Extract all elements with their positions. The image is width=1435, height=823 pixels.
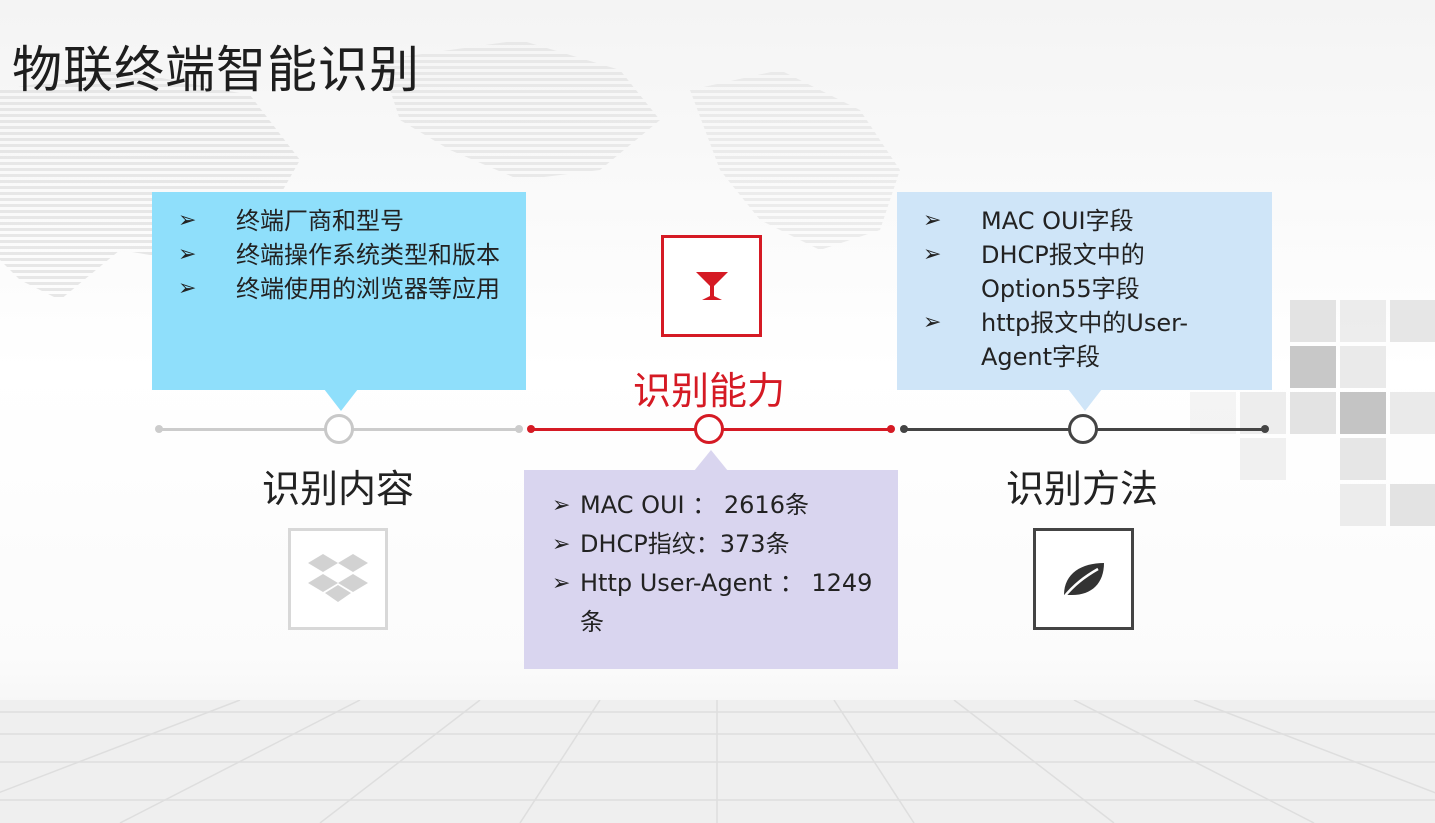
- page-title: 物联终端智能识别: [12, 41, 420, 99]
- bullet-arrow-icon: ➢: [923, 242, 942, 267]
- recognition-method-box: ➢MAC OUI字段 ➢DHCP报文中的Option55字段 ➢http报文中的…: [897, 192, 1272, 390]
- list-item: ➢MAC OUI字段: [923, 204, 1254, 238]
- timeline-end-dot: [527, 425, 535, 433]
- timeline-end-dot: [1261, 425, 1269, 433]
- list-item: ➢终端操作系统类型和版本: [178, 238, 508, 272]
- timeline-node-capability: [694, 414, 724, 444]
- cocktail-glass-icon: [661, 235, 762, 337]
- list-item: ➢终端使用的浏览器等应用: [178, 272, 508, 306]
- list-item: ➢DHCP指纹：373条: [552, 525, 878, 564]
- recognition-capability-box: ➢MAC OUI ： 2616条 ➢DHCP指纹：373条 ➢Http User…: [524, 470, 898, 669]
- list-item: ➢终端厂商和型号: [178, 204, 508, 238]
- recognition-method-label: 识别方法: [1006, 467, 1159, 511]
- callout-pointer: [694, 450, 728, 471]
- list-item: ➢DHCP报文中的Option55字段: [923, 238, 1254, 306]
- bullet-arrow-icon: ➢: [923, 310, 942, 335]
- list-item: ➢Http User-Agent ： 1249条: [552, 564, 878, 642]
- callout-pointer: [324, 389, 358, 411]
- bullet-arrow-icon: ➢: [178, 242, 197, 267]
- timeline-node-content: [324, 414, 354, 444]
- timeline-node-method: [1068, 414, 1098, 444]
- bullet-arrow-icon: ➢: [178, 208, 197, 233]
- recognition-capability-label: 识别能力: [633, 369, 786, 413]
- recognition-content-label: 识别内容: [262, 467, 415, 511]
- bullet-arrow-icon: ➢: [552, 493, 571, 518]
- recognition-content-box: ➢终端厂商和型号 ➢终端操作系统类型和版本 ➢终端使用的浏览器等应用: [152, 192, 526, 390]
- timeline-end-dot: [900, 425, 908, 433]
- timeline-end-dot: [887, 425, 895, 433]
- timeline-end-dot: [515, 425, 523, 433]
- callout-pointer: [1068, 389, 1102, 411]
- timeline-end-dot: [155, 425, 163, 433]
- list-item: ➢MAC OUI ： 2616条: [552, 486, 878, 525]
- dropbox-icon: [288, 528, 388, 630]
- bullet-arrow-icon: ➢: [923, 208, 942, 233]
- leaf-icon: [1033, 528, 1134, 630]
- bullet-arrow-icon: ➢: [552, 571, 571, 596]
- bullet-arrow-icon: ➢: [178, 276, 197, 301]
- list-item: ➢http报文中的User-Agent字段: [923, 306, 1254, 374]
- bullet-arrow-icon: ➢: [552, 532, 571, 557]
- floor-grid-background: [0, 700, 1435, 823]
